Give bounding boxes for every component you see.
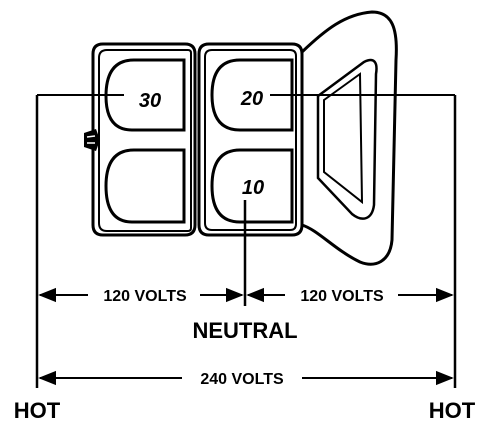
side-knob bbox=[84, 129, 100, 151]
pocket-lower-left bbox=[104, 148, 186, 224]
label-right-120-volts: 120 VOLTS bbox=[300, 288, 384, 305]
label-neutral: NEUTRAL bbox=[192, 318, 297, 343]
label-240-volts: 240 VOLTS bbox=[200, 371, 284, 388]
pot-label-30: 30 bbox=[139, 90, 161, 112]
pocket-20 bbox=[210, 58, 294, 132]
label-hot-left: HOT bbox=[14, 398, 61, 423]
pocket-30 bbox=[104, 58, 186, 132]
left-pot-housing bbox=[84, 42, 197, 237]
pot-label-10: 10 bbox=[242, 177, 264, 199]
wiring bbox=[35, 94, 457, 388]
right-pot-housing bbox=[197, 42, 304, 237]
label-hot-right: HOT bbox=[429, 398, 476, 423]
pot-label-20: 20 bbox=[240, 88, 263, 110]
pocket-10 bbox=[210, 148, 294, 224]
label-left-120-volts: 120 VOLTS bbox=[103, 288, 187, 305]
handle bbox=[300, 10, 398, 266]
